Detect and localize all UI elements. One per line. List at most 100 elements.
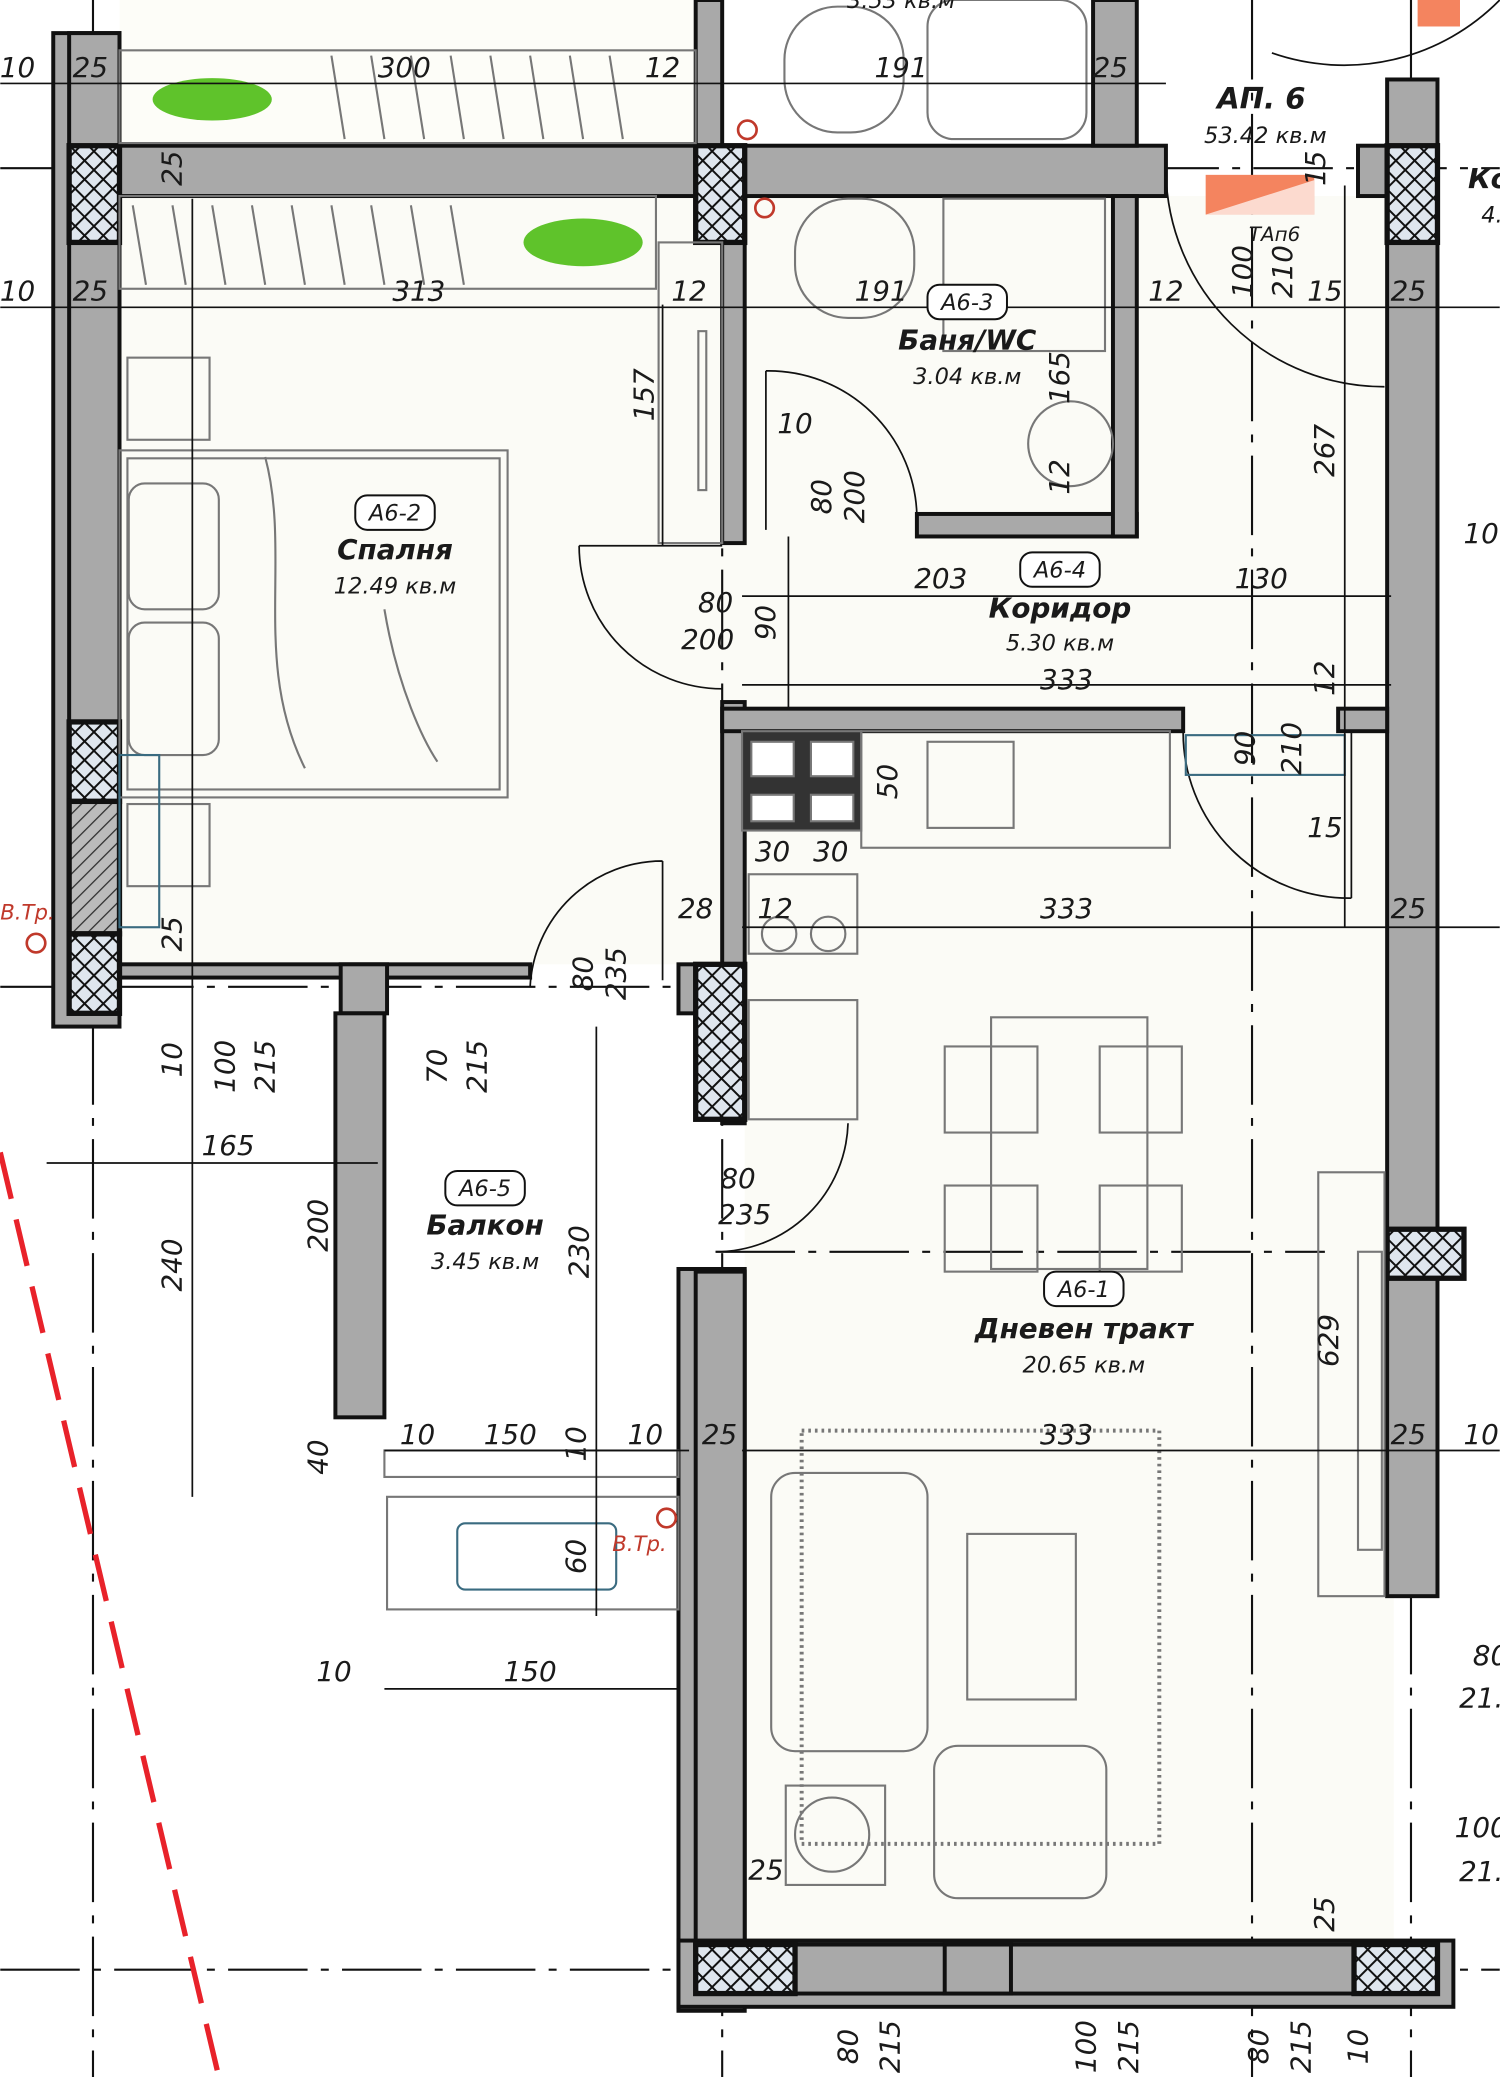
dimension-label: 10 [156, 1042, 189, 1077]
shower-icon [942, 197, 1107, 353]
dimension-label: 333 [1040, 663, 1093, 696]
dimension-label: 25 [702, 1418, 737, 1451]
entrance-tag: ТАп6 [1249, 223, 1300, 246]
dimension-label: 21. [1459, 1855, 1500, 1888]
room-area: 5.30 кв.м [1006, 630, 1114, 656]
dimension-label: 25 [156, 916, 189, 951]
room-name: Дневен тракт [974, 1312, 1195, 1345]
dimension-label: 215 [460, 1040, 493, 1093]
dimension-label: 215 [1112, 2020, 1145, 2073]
room-tag: А6-1 [1056, 1277, 1110, 1303]
dimension-label: 10 [1341, 2029, 1374, 2064]
room-tag-box [926, 283, 1008, 321]
apartment-title: АП. 6 [1215, 82, 1305, 116]
room-tag: А6-2 [367, 501, 421, 527]
dimension-label: 333 [1040, 1418, 1093, 1451]
dimension-label: 165 [202, 1129, 255, 1162]
dimension-label: 10 [400, 1418, 435, 1451]
dimension-label: 200 [838, 470, 871, 523]
room-area: 3.45 кв.м [431, 1249, 539, 1275]
dimension-label: 25 [1391, 892, 1426, 925]
dimension-label: 80 [566, 956, 599, 991]
sink-icon [1027, 400, 1115, 488]
dimension-label: 25 [73, 275, 108, 308]
room-tag-box [1019, 551, 1101, 588]
dimension-label: 215 [248, 1040, 281, 1093]
balcony-table-icon [456, 1522, 618, 1591]
bed-icon [118, 449, 509, 799]
dimension-label: 10 [0, 51, 35, 84]
dimension-label: 80 [831, 2029, 864, 2064]
dimension-label: 21. [1459, 1681, 1500, 1714]
dimension-label: 80 [720, 1162, 755, 1195]
dimension-label: 90 [749, 605, 782, 640]
dimension-label: 80 [805, 479, 838, 514]
dimension-label: 10 [1464, 517, 1499, 550]
dimension-label: 90 [1229, 731, 1262, 766]
room-name: Баня/WC [898, 324, 1037, 357]
dimension-label: 10 [777, 407, 812, 440]
wardrobe-icon [118, 194, 658, 290]
dimension-label: 100 [1455, 1811, 1500, 1844]
dimension-label: 25 [156, 151, 189, 186]
dimension-label: 12 [1043, 459, 1076, 494]
riser-label: В.Тр. [0, 899, 54, 924]
dimension-lines [0, 82, 1500, 1690]
dimension-label: 215 [1284, 2020, 1317, 2073]
room-tag-box [1043, 1270, 1125, 1308]
room-name: Балкон [426, 1209, 543, 1242]
dimension-label: 230 [562, 1225, 595, 1278]
dimension-label: 313 [392, 275, 445, 308]
dimension-label: 150 [504, 1655, 557, 1688]
dimension-label: 60 [560, 1539, 593, 1574]
dining-table-icon [990, 1016, 1149, 1271]
dimension-label: 165 [1043, 351, 1076, 404]
room-name: Спалня [337, 533, 453, 566]
dimension-label: 30 [813, 835, 848, 868]
structural-columns [66, 143, 1467, 1997]
plant-icon [152, 78, 643, 267]
dimension-label: 10 [628, 1418, 663, 1451]
dimension-label: 25 [748, 1854, 783, 1887]
dimension-label: 200 [301, 1199, 334, 1252]
dimension-label: 203 [914, 562, 967, 595]
apartment-area: 53.42 кв.м [1204, 123, 1327, 149]
dimension-label: 235 [718, 1198, 771, 1231]
dimension-label: 30 [755, 835, 790, 868]
dimension-label: 191 [874, 51, 927, 84]
dimension-label: 200 [681, 623, 734, 656]
dimension-label: 191 [855, 275, 908, 308]
room-area: 12.49 кв.м [334, 573, 457, 599]
room-tag: А6-3 [939, 290, 993, 316]
doors [529, 0, 1500, 1253]
dimension-label: 80 [698, 586, 733, 619]
neighbor-room-label: Ко [1468, 162, 1500, 195]
dimension-label: 25 [1391, 1418, 1426, 1451]
dimension-label: 12 [645, 51, 680, 84]
top-area-partial: 3.53 кв.м [847, 0, 955, 14]
dimension-label: 10 [1464, 1418, 1499, 1451]
dimension-label: 50 [871, 764, 904, 799]
tv-table-icon [966, 1532, 1077, 1701]
furniture [118, 0, 1386, 1900]
dimension-label: 25 [73, 51, 108, 84]
room-area: 20.65 кв.м [1023, 1352, 1146, 1378]
dimension-label: 100 [1070, 2020, 1103, 2073]
room-tag: А6-4 [1032, 558, 1086, 584]
dimension-label: 80 [1242, 2029, 1275, 2064]
dimension-label: 25 [1308, 1896, 1341, 1931]
dimension-label: 28 [678, 892, 713, 925]
dimension-label: 15 [1307, 811, 1342, 844]
dimension-label: 10 [0, 275, 35, 308]
room-tag-box [354, 494, 436, 531]
dimension-label: 25 [1391, 275, 1426, 308]
dimension-label: 150 [484, 1418, 537, 1451]
kitchen-counter-icon [860, 730, 1171, 849]
dimension-label: 15 [1299, 151, 1332, 186]
